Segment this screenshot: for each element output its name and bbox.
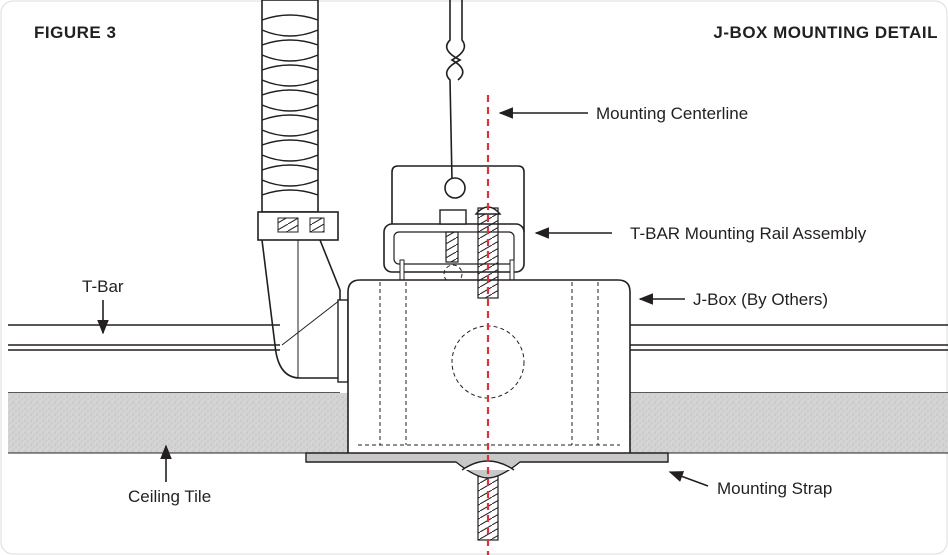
ceiling-tile-right (630, 393, 948, 453)
strap-leader (668, 471, 709, 487)
tbar-right (630, 324, 948, 394)
rail-assembly-label: T-BAR Mounting Rail Assembly (630, 224, 867, 243)
ceiling-tile-label: Ceiling Tile (128, 487, 211, 506)
junction-box (347, 279, 631, 456)
mounting-screw (474, 206, 502, 541)
hanger-wire (444, 0, 466, 199)
figure-number: FIGURE 3 (34, 23, 116, 42)
tbar-left (8, 324, 340, 394)
ceiling-tile-left (8, 393, 348, 453)
figure-title: J-BOX MOUNTING DETAIL (713, 23, 938, 42)
jbox-label: J-Box (By Others) (693, 290, 828, 309)
tbar-label: T-Bar (82, 277, 124, 296)
strap-label: Mounting Strap (717, 479, 832, 498)
conduit-connector (257, 211, 349, 383)
centerline-label: Mounting Centerline (596, 104, 748, 123)
flex-conduit (261, 0, 319, 213)
mounting-strap (305, 452, 669, 479)
